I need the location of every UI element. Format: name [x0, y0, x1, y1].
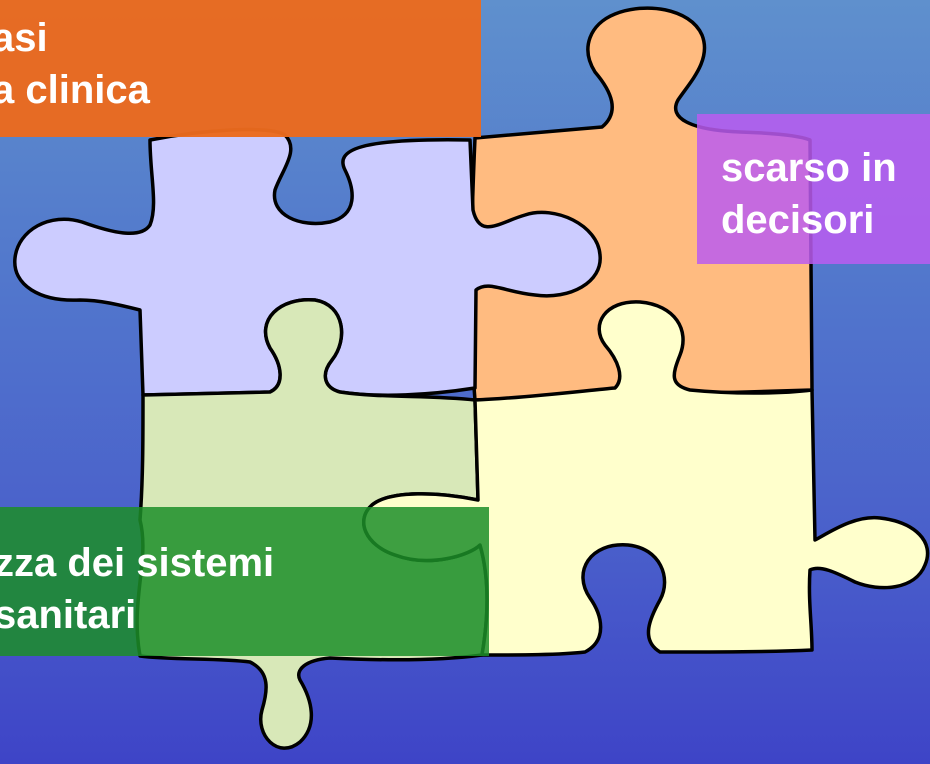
label-top-left-line-1: asi	[0, 16, 48, 60]
label-top-left-line-2: a clinica	[0, 68, 150, 112]
label-right-line-1: scarso in	[721, 146, 897, 190]
puzzle-piece-lavender	[13, 127, 602, 397]
label-box-right: scarso in decisori	[697, 114, 930, 264]
label-box-top-left: asi a clinica	[0, 0, 481, 137]
label-bottom-left-line-2: sanitari	[0, 593, 137, 637]
label-bottom-left-line-1: zza dei sistemi	[0, 541, 275, 585]
label-box-bottom-left: zza dei sistemi sanitari	[0, 507, 489, 656]
label-right-line-2: decisori	[721, 198, 875, 242]
